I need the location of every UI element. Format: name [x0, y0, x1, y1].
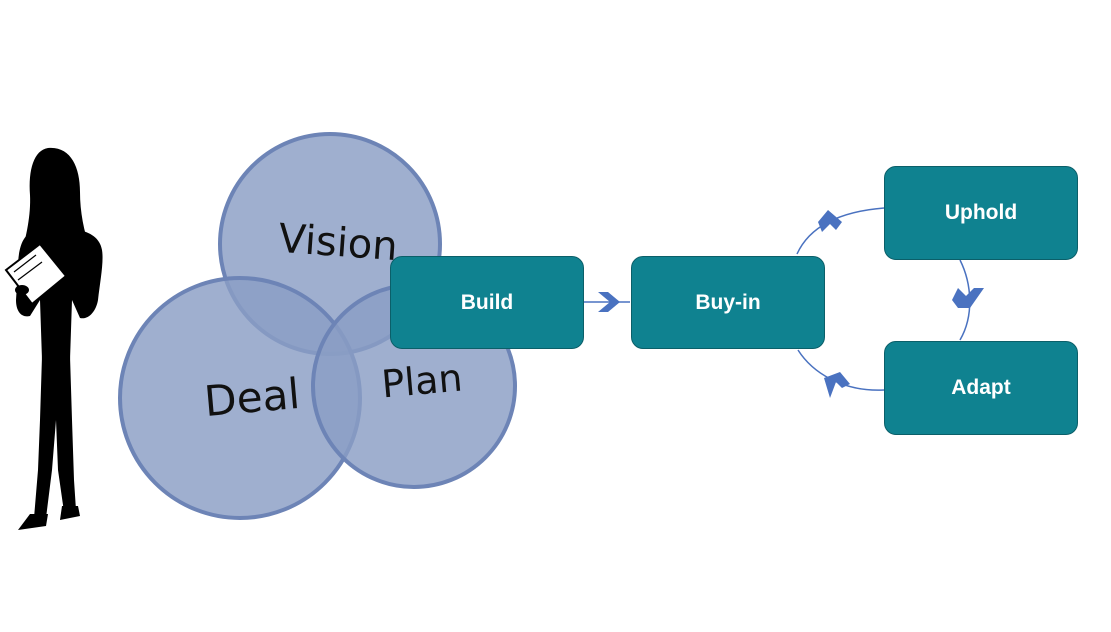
buyin-box: Buy-in	[631, 256, 825, 349]
vision-label: Vision	[277, 216, 399, 270]
arc-buyin-to-uphold	[796, 207, 885, 255]
uphold-label: Uphold	[944, 201, 1018, 224]
plan-label: Plan	[380, 356, 464, 407]
adapt-box: Adapt	[884, 341, 1078, 435]
deal-label: Deal	[202, 369, 302, 426]
chevron-arrow-icon	[824, 372, 850, 398]
cycle-chevrons	[818, 210, 984, 398]
chevron-arrow-icon	[952, 288, 984, 308]
build-label: Build	[460, 290, 514, 314]
chevron-arrow-icon	[598, 292, 620, 312]
adapt-label: Adapt	[951, 376, 1011, 399]
chevron-arrow-icon	[818, 210, 842, 232]
build-box: Build	[390, 256, 584, 349]
build-to-buyin-arrow	[584, 292, 630, 312]
uphold-box: Uphold	[884, 166, 1078, 260]
businesswoman-silhouette-icon	[4, 147, 103, 530]
buyin-label: Buy-in	[695, 290, 761, 314]
